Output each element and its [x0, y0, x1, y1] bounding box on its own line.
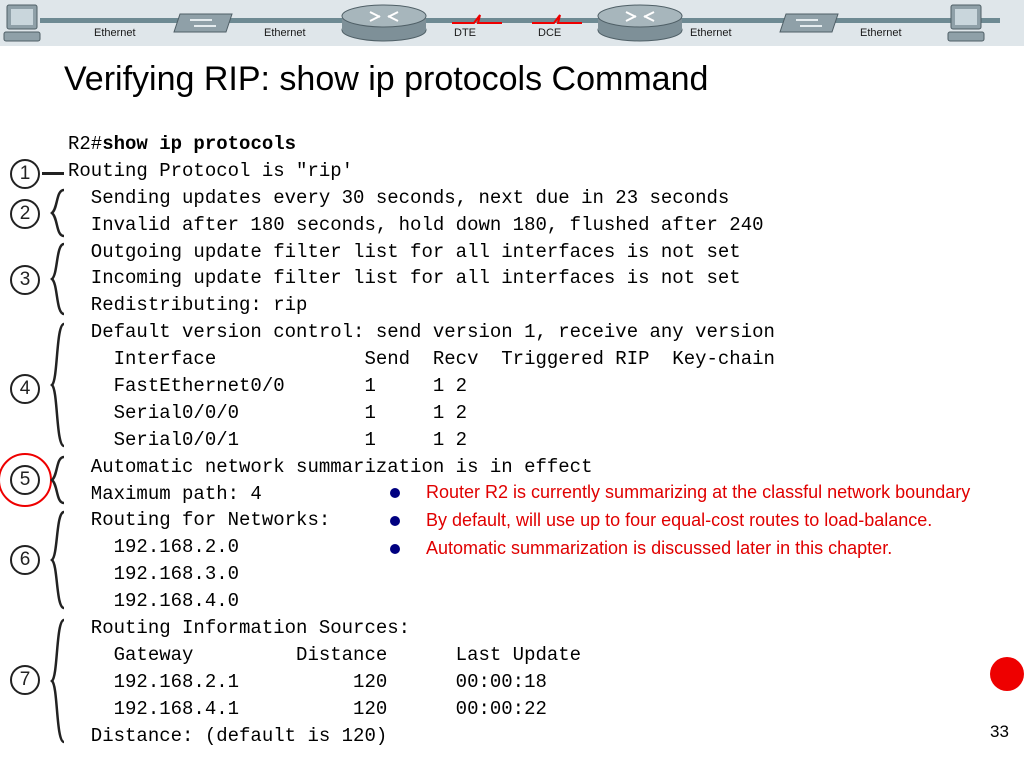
- marker-number: 5: [10, 465, 40, 495]
- banner-label: DCE: [538, 27, 562, 39]
- router-icon: [341, 4, 427, 42]
- output-line: FastEthernet0/0 1 1 2: [68, 375, 468, 398]
- output-line: Distance: (default is 120): [68, 724, 388, 747]
- marker-number: 7: [10, 665, 40, 695]
- cli-prompt: R2#: [68, 133, 103, 155]
- command-line: R2#show ip protocols: [68, 131, 775, 158]
- banner-label: Ethernet: [860, 27, 902, 39]
- output-line: Gateway Distance Last Update: [68, 643, 582, 666]
- output-line: Serial0/0/1 1 1 2: [68, 428, 468, 451]
- marker-number: 2: [10, 199, 40, 229]
- output-line: Routing Protocol is "rip': [68, 159, 354, 182]
- output-line: 192.168.4.0: [68, 590, 240, 613]
- record-dot-icon: [990, 657, 1024, 691]
- output-line: Maximum path: 4: [68, 482, 262, 505]
- switch-icon: [173, 13, 233, 33]
- brace-icon: [50, 510, 65, 610]
- slide-title: Verifying RIP: show ip protocols Command: [64, 60, 709, 98]
- marker-number: 6: [10, 545, 40, 575]
- output-line: 192.168.3.0: [68, 563, 240, 586]
- brace-icon: [50, 455, 65, 505]
- bullet-icon: [390, 516, 400, 526]
- brace-icon: [50, 322, 66, 448]
- output-line: Default version control: send version 1,…: [68, 321, 775, 344]
- marker-number: 4: [10, 374, 40, 404]
- output-line: Incoming update filter list for all inte…: [68, 267, 741, 290]
- note-item: Automatic summarization is discussed lat…: [388, 538, 1018, 559]
- output-line: 192.168.2.1 120 00:00:18: [68, 670, 547, 693]
- pc-icon: [3, 4, 41, 42]
- output-line: Redistributing: rip: [68, 294, 308, 317]
- bullet-icon: [390, 544, 400, 554]
- brace-icon: [50, 242, 65, 316]
- topology-banner: Ethernet Ethernet DTE DCE Ethernet Ether…: [0, 0, 1024, 46]
- note-item: Router R2 is currently summarizing at th…: [388, 482, 1018, 503]
- brace-icon: [50, 188, 65, 238]
- notes-list: Router R2 is currently summarizing at th…: [388, 482, 1018, 566]
- connector-dash-icon: [42, 172, 64, 175]
- router-icon: [597, 4, 683, 42]
- note-item: By default, will use up to four equal-co…: [388, 510, 1018, 531]
- note-text: Automatic summarization is discussed lat…: [426, 538, 893, 558]
- brace-icon: [50, 618, 66, 744]
- output-line: Routing Information Sources:: [68, 617, 411, 640]
- pc-icon: [947, 4, 985, 42]
- serial-link-icon: [452, 14, 502, 24]
- output-line: Sending updates every 30 seconds, next d…: [68, 186, 730, 209]
- note-text: By default, will use up to four equal-co…: [426, 510, 933, 530]
- terminal-output: R2#show ip protocols Routing Protocol is…: [68, 131, 775, 749]
- banner-label: Ethernet: [690, 27, 732, 39]
- output-line: Automatic network summarization is in ef…: [68, 455, 593, 478]
- output-line: Invalid after 180 seconds, hold down 180…: [68, 213, 764, 236]
- cli-command: show ip protocols: [102, 133, 297, 155]
- banner-link-line: [40, 18, 1000, 23]
- output-line: Outgoing update filter list for all inte…: [68, 240, 741, 263]
- banner-label: Ethernet: [94, 27, 136, 39]
- marker-number: 3: [10, 265, 40, 295]
- banner-label: DTE: [454, 27, 476, 39]
- switch-icon: [779, 13, 839, 33]
- banner-label: Ethernet: [264, 27, 306, 39]
- output-line: Interface Send Recv Triggered RIP Key-ch…: [68, 348, 775, 371]
- page-number: 33: [990, 722, 1009, 741]
- output-line: 192.168.4.1 120 00:00:22: [68, 697, 547, 720]
- output-line: 192.168.2.0: [68, 536, 240, 559]
- bullet-icon: [390, 488, 400, 498]
- output-line: Routing for Networks:: [68, 509, 331, 532]
- serial-link-icon: [532, 14, 582, 24]
- marker-number: 1: [10, 159, 40, 189]
- note-text: Router R2 is currently summarizing at th…: [426, 482, 971, 502]
- output-line: Serial0/0/0 1 1 2: [68, 401, 468, 424]
